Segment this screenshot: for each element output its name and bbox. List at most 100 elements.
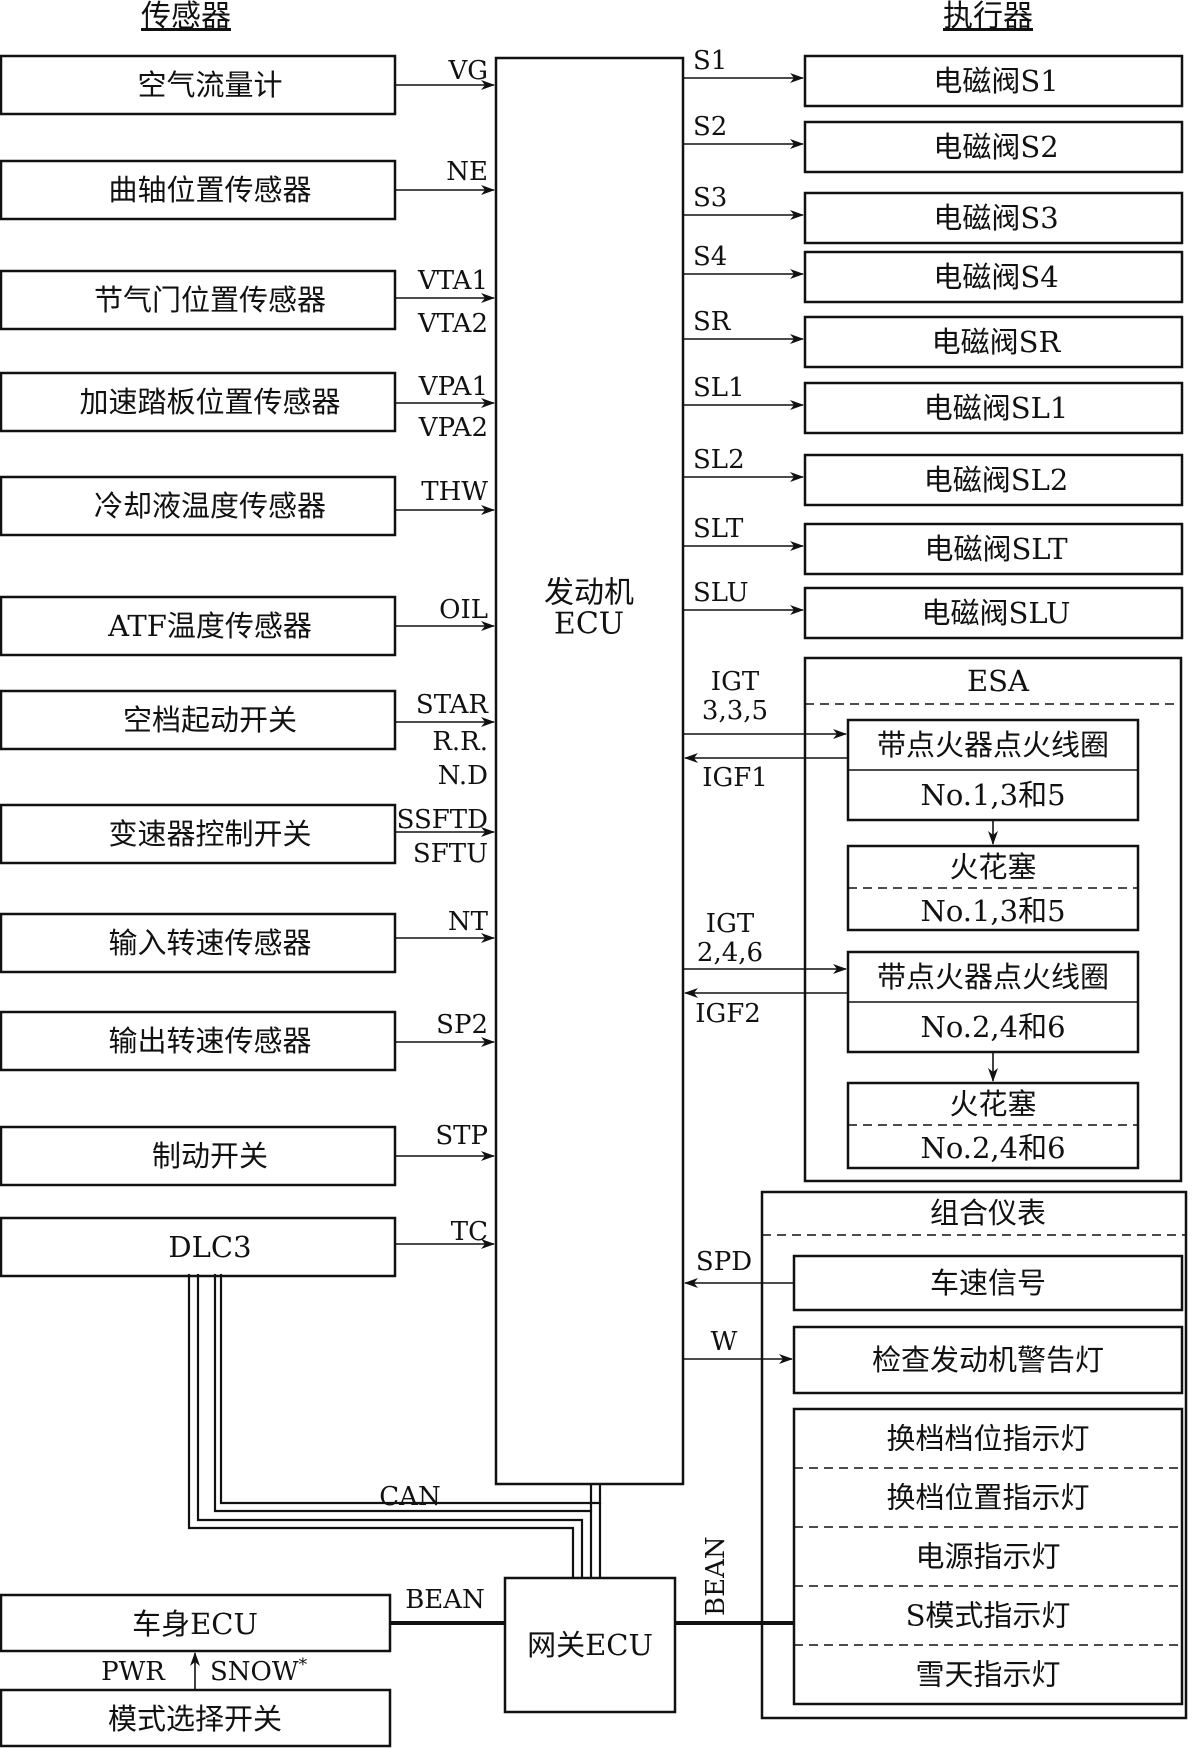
sensor-label: ATF温度传感器 xyxy=(107,609,312,643)
sensor-item: ATF温度传感器 OIL xyxy=(0,595,495,657)
gateway-ecu-box xyxy=(503,1576,677,1714)
combination-meter-title: 组合仪表 xyxy=(930,1196,1046,1230)
actuator-box xyxy=(803,315,1184,369)
sensor-label: 输入转速传感器 xyxy=(108,926,311,960)
ignition-coil-2-bottom: No.2,4和6 xyxy=(920,1010,1065,1044)
actuator-box xyxy=(803,522,1184,576)
indicator-lamp-label: 电源指示灯 xyxy=(915,1540,1060,1574)
actuator-item: 电磁阀SR SR xyxy=(683,307,1184,369)
sensor-box xyxy=(0,269,397,331)
sensor-signal-label: VPA2 xyxy=(418,413,488,443)
sensor-signal-label: STP xyxy=(435,1121,488,1151)
sensor-item: 空气流量计 VG xyxy=(0,54,495,116)
igf-2-label: IGF2 xyxy=(695,999,761,1029)
ignition-coil-2-top: 带点火器点火线圈 xyxy=(877,960,1109,994)
sensor-box xyxy=(0,689,397,751)
check-engine-label: 检查发动机警告灯 xyxy=(872,1343,1104,1377)
can-label: CAN xyxy=(379,1482,440,1512)
sensor-label: 曲轴位置传感器 xyxy=(108,173,311,207)
actuator-box xyxy=(803,120,1184,174)
sensor-signal-label: SFTU xyxy=(413,839,488,869)
indicator-lamp-label: S模式指示灯 xyxy=(906,1599,1071,1633)
actuator-box xyxy=(803,191,1184,245)
sensor-label: 空气流量计 xyxy=(137,68,282,102)
igt-2-cylinders: 2,4,6 xyxy=(697,938,763,968)
sensor-signal-label: THW xyxy=(421,477,488,507)
actuator-box xyxy=(803,453,1184,507)
sensor-box xyxy=(0,54,397,116)
actuator-label: 电磁阀S4 xyxy=(933,260,1058,294)
actuator-label: 电磁阀SL2 xyxy=(924,463,1069,497)
engine-ecu-label-2: ECU xyxy=(554,607,624,642)
sensor-box xyxy=(0,371,397,433)
sensor-signal-label: SSFTD xyxy=(397,805,488,835)
engine-ecu-label-1: 发动机 xyxy=(544,576,634,611)
spark-plug-1-top: 火花塞 xyxy=(949,850,1036,884)
sensor-box xyxy=(0,1125,397,1187)
mode-switch-box xyxy=(0,1688,392,1748)
sensor-label: 制动开关 xyxy=(152,1139,268,1173)
sensor-item: 冷却液温度传感器 THW xyxy=(0,475,495,537)
ignition-coil-1-top: 带点火器点火线圈 xyxy=(877,728,1109,762)
igt-1-cylinders: 3,3,5 xyxy=(702,696,768,726)
gateway-ecu-label: 网关ECU xyxy=(527,1628,653,1662)
sensor-label: 冷却液温度传感器 xyxy=(94,489,326,523)
sensor-label: 加速踏板位置传感器 xyxy=(79,385,340,419)
actuator-item: 电磁阀S4 S4 xyxy=(683,242,1184,304)
actuator-label: 电磁阀SLT xyxy=(924,532,1068,566)
body-ecu-label: 车身ECU xyxy=(132,1607,258,1641)
sensor-signal-label: OIL xyxy=(439,595,488,625)
sensor-item: 曲轴位置传感器 NE xyxy=(0,157,495,221)
sensor-signal-label: TC xyxy=(451,1217,488,1247)
spark-plug-2-top: 火花塞 xyxy=(949,1087,1036,1121)
sensor-signal-label: VG xyxy=(447,56,488,86)
actuator-label: 电磁阀SR xyxy=(932,325,1062,359)
actuators-header: 执行器 xyxy=(943,0,1033,34)
check-engine-box xyxy=(792,1325,1184,1395)
sensor-signal-label: R.R. xyxy=(432,727,488,757)
actuator-signal-label: SL1 xyxy=(693,373,745,403)
actuator-label: 电磁阀SLU xyxy=(922,596,1071,630)
spark-plug-2-bottom: No.2,4和6 xyxy=(920,1131,1065,1165)
sensor-signal-label: NE xyxy=(446,157,488,187)
snow-label: SNOW* xyxy=(210,1655,308,1687)
sensor-box xyxy=(0,912,397,974)
can-bus: CAN xyxy=(187,1274,602,1578)
speed-signal-label: 车速信号 xyxy=(930,1266,1046,1300)
sensor-signal-label: VTA2 xyxy=(417,309,488,339)
esa-title: ESA xyxy=(967,664,1030,698)
sensor-box xyxy=(0,1010,397,1072)
actuator-signal-label: S1 xyxy=(693,46,727,76)
sensor-label: 空档起动开关 xyxy=(123,703,297,737)
sensor-item: DLC3 TC xyxy=(0,1216,495,1278)
indicator-lamp-label: 换档位置指示灯 xyxy=(886,1481,1089,1515)
w-label: W xyxy=(711,1327,738,1357)
sensor-box xyxy=(0,159,397,221)
actuator-signal-label: S4 xyxy=(693,242,727,272)
spd-label: SPD xyxy=(696,1247,752,1277)
actuator-label: 电磁阀S3 xyxy=(933,201,1058,235)
mode-switch-label: 模式选择开关 xyxy=(108,1702,282,1736)
actuator-signal-label: S3 xyxy=(693,183,727,213)
spark-plug-1-bottom: No.1,3和5 xyxy=(920,894,1065,928)
sensor-label: DLC3 xyxy=(168,1230,251,1264)
sensor-label: 输出转速传感器 xyxy=(108,1024,311,1058)
sensor-signal-label: STAR xyxy=(416,690,490,720)
igf-1-label: IGF1 xyxy=(702,763,768,793)
actuator-signal-label: SR xyxy=(693,307,732,337)
bean-left-label: BEAN xyxy=(405,1585,485,1615)
pwr-label: PWR xyxy=(101,1657,166,1687)
speed-signal-box xyxy=(792,1254,1184,1312)
actuator-box xyxy=(803,54,1184,108)
